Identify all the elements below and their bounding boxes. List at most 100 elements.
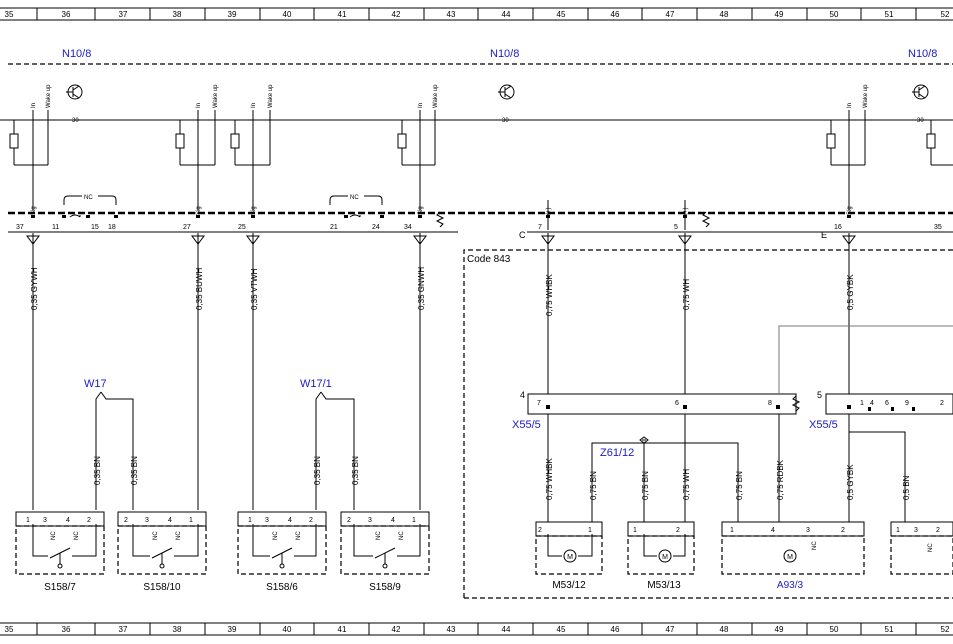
input-circuit: In Wake up Sig	[826, 84, 869, 215]
nc-label: NC	[153, 531, 159, 540]
ruler-col: 42	[392, 10, 401, 19]
wire-label: 0,75 WHBK	[545, 458, 554, 500]
nc-label: NC	[812, 541, 818, 550]
component-label: S158/6	[266, 582, 298, 593]
ruler-col: 45	[557, 625, 566, 634]
plus-label: (+)	[546, 207, 552, 215]
ruler-col: 43	[447, 10, 456, 19]
switch-pin: 1	[26, 517, 30, 524]
connector-pin: 4	[870, 400, 874, 407]
connector-label: X55/5	[512, 419, 541, 431]
motor-pin: 1	[730, 527, 734, 534]
transistor-icon	[66, 84, 83, 100]
nc-label: NC	[350, 195, 359, 201]
connector-number: 5	[817, 390, 822, 400]
nc-label: NC	[296, 531, 302, 540]
ruler-col: 51	[885, 10, 894, 19]
ruler-col: 48	[720, 625, 729, 634]
ruler-col: 41	[338, 625, 347, 634]
wire-label: 0,75 BN	[641, 471, 650, 500]
connector-pin: 6	[885, 400, 889, 407]
module-label-right: N10/8	[908, 48, 937, 60]
shield-icon	[435, 211, 445, 228]
motor-pin: 2	[936, 527, 940, 534]
switch-s158-6: 1 3 4 2 NC NC S158/6	[237, 511, 327, 593]
motor-pin: 2	[676, 527, 680, 534]
wire-label: 0,5 BN	[902, 475, 911, 500]
wire-whbk: 0,75 WHBK	[541, 233, 555, 405]
pin-number: 27	[183, 224, 191, 231]
switch-s158-10: 2 3 4 1 NC NC S158/10	[117, 511, 207, 593]
switch-pin: 2	[347, 517, 351, 524]
ruler-col: 37	[119, 625, 128, 634]
nc-group: NC	[63, 195, 117, 218]
ruler-col: 48	[720, 10, 729, 19]
ruler-col: 35	[5, 10, 14, 19]
main-wires: 0,35 GYWH 0,35 BUWH 0,35 VTWH 0,35 GNWH …	[26, 233, 856, 510]
nc-label: NC	[376, 531, 382, 540]
motor-m53-12: 2 1 M M53/12	[535, 521, 603, 591]
pin-number: 18	[108, 224, 116, 231]
motor-pin: 1	[896, 527, 900, 534]
switch-pin: 3	[368, 517, 372, 524]
svg-text:M: M	[662, 554, 668, 561]
ruler-col: 49	[775, 625, 784, 634]
switch-contact-icon	[159, 553, 165, 569]
connector-pin: 9	[905, 400, 909, 407]
top-ruler: 35 36 37 38 39 40 41 42 43 44 45 46 47 4…	[0, 7, 953, 21]
switch-pin: 2	[124, 517, 128, 524]
component-label: M53/13	[647, 580, 681, 591]
switch-pin: 2	[309, 517, 313, 524]
ruler-col: 35	[5, 625, 14, 634]
shield-icon	[701, 211, 711, 228]
pin-wake-label: Wake up	[46, 84, 52, 108]
ruler-col: 50	[830, 10, 839, 19]
ruler-col: 36	[62, 10, 71, 19]
switch-pin: 3	[145, 517, 149, 524]
ruler-col: 44	[502, 10, 511, 19]
pin-in-label: In	[418, 103, 424, 108]
motor-pin: 1	[633, 527, 637, 534]
ruler-col: 42	[392, 625, 401, 634]
ruler-col: 40	[283, 625, 292, 634]
wire-label: 0,35 BN	[130, 456, 139, 485]
code-label: Code 843	[467, 254, 511, 265]
splice-w17: W17 0,35 BN 0,35 BN	[84, 378, 139, 510]
switch-contact-icon	[57, 553, 63, 569]
motor-pin: 2	[538, 527, 542, 534]
module-label-center: N10/8	[490, 48, 519, 60]
wire-label: 0,75 RDBK	[776, 459, 785, 500]
pin-number: 35	[934, 224, 942, 231]
ruler-col: 52	[941, 625, 950, 634]
ruler-col: 37	[119, 10, 128, 19]
pin-number: 34	[404, 224, 412, 231]
ruler-col: 43	[447, 625, 456, 634]
switch-pin: 4	[66, 517, 70, 524]
ruler-col: 50	[830, 625, 839, 634]
connector-x55-5-b: 5 1 4 6 9 2 X55/5	[809, 390, 953, 431]
module-label-left: N10/8	[62, 48, 91, 60]
switch-pin: 3	[265, 517, 269, 524]
motor-pin: 3	[806, 527, 810, 534]
pin-number: 16	[834, 224, 842, 231]
component-label: S158/9	[369, 582, 401, 593]
connector-number: 4	[520, 390, 525, 400]
wire-label: 0,5 GYBK	[846, 274, 855, 310]
ruler-col: 44	[502, 625, 511, 634]
motor-pin: 1	[588, 527, 592, 534]
wire-label: 0,35 GYWH	[30, 267, 39, 310]
motor-icon: M	[658, 549, 672, 563]
wire-label: 0,35 BUWH	[195, 268, 204, 310]
motor-pin: 3	[914, 527, 918, 534]
switch-s158-9: 2 3 4 1 NC NC S158/9	[340, 511, 430, 593]
input-circuit: In Wake up Sig	[397, 84, 439, 215]
switch-pin: 2	[87, 517, 91, 524]
splice-label: Z61/12	[600, 447, 634, 459]
splice-z61-12: Z61/12	[591, 436, 739, 522]
pin-wake-label: Wake up	[213, 84, 219, 108]
switch-s158-7: 1 3 4 2 NC NC S158/7	[15, 511, 105, 593]
bus-label: 30	[502, 118, 509, 124]
component-label: S158/10	[143, 582, 181, 593]
wire-buwh: 0,35 BUWH	[191, 233, 205, 510]
splice-w17-1: W17/1 0,35 BN 0,35 BN	[300, 378, 360, 510]
